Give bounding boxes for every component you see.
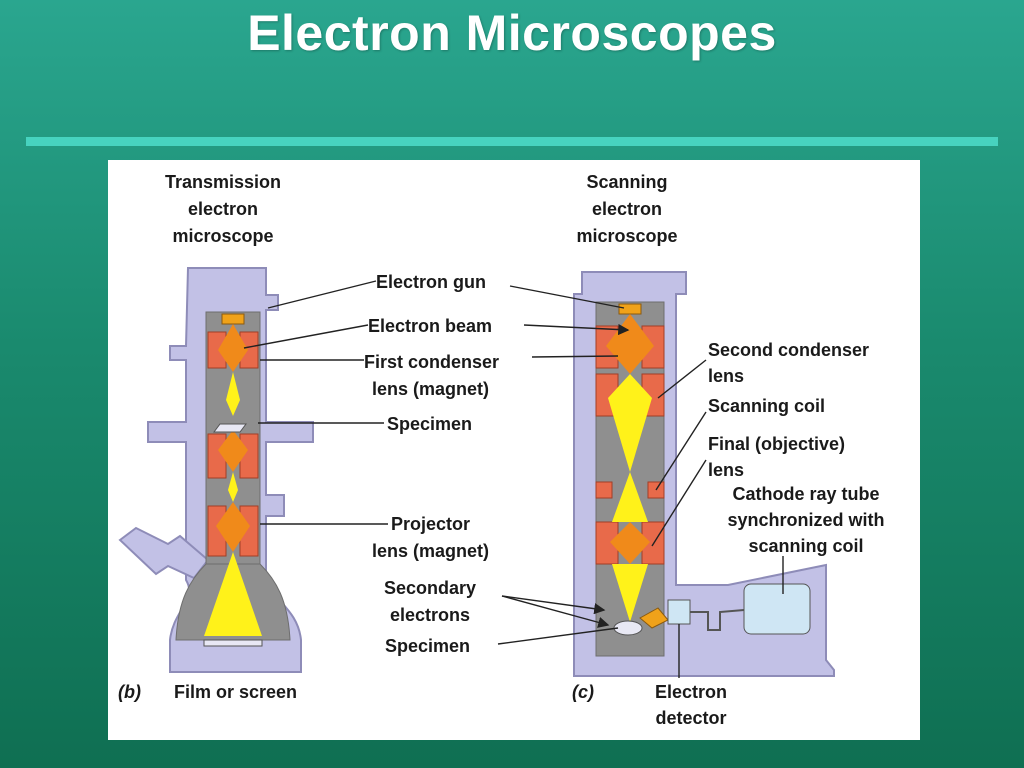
label-detector-1: Electron [655,682,727,702]
sem-title-line-3: microscope [576,226,677,246]
sem-detector [639,599,745,631]
sem-specimen [613,620,643,636]
sem-title-line-2: electron [592,199,662,219]
label-tem-specimen: Specimen [387,414,472,434]
label-final-lens-1: Final (objective) [708,434,845,454]
crt-screen [743,583,811,635]
tem-label-film: Film or screen [174,682,297,702]
tem-electron-gun [221,313,245,325]
diagram-panel: Transmission electron microscope [108,160,920,740]
label-crt-2: synchronized with [727,510,884,530]
tem-beam [204,324,262,636]
sem-electron-gun [618,303,642,315]
label-detector-2: detector [655,708,726,728]
label-projector-2: lens (magnet) [372,541,489,561]
slide-title: Electron Microscopes [247,5,777,61]
tem-specimen [213,423,247,433]
sem-title-line-1: Scanning [586,172,667,192]
microscope-diagram: Transmission electron microscope [118,172,885,728]
label-electron-beam: Electron beam [368,316,492,336]
tem-title-line-3: microscope [172,226,273,246]
sem-panel-tag: (c) [572,682,594,702]
leader-lines [243,280,784,678]
label-second-condenser-1: Second condenser [708,340,869,360]
label-crt-1: Cathode ray tube [732,484,879,504]
sem-crt [743,583,811,635]
tem-film [203,639,263,647]
label-sem-specimen: Specimen [385,636,470,656]
right-labels: Second condenser lens Scanning coil Fina… [655,340,885,728]
label-crt-3: scanning coil [748,536,863,556]
tem-lenses [207,331,259,557]
center-labels: Electron gun Electron beam First condens… [364,272,499,656]
tem-diagram: Transmission electron microscope [118,172,314,702]
label-secondary-2: electrons [390,605,470,625]
label-first-condenser-1: First condenser [364,352,499,372]
label-final-lens-2: lens [708,460,744,480]
label-first-condenser-2: lens (magnet) [372,379,489,399]
label-secondary-1: Secondary [384,578,476,598]
label-projector-1: Projector [391,514,470,534]
sem-diagram: Scanning electron microscope [572,172,835,702]
tem-panel-tag: (b) [118,682,141,702]
tem-title-line-1: Transmission [165,172,281,192]
label-second-condenser-2: lens [708,366,744,386]
title-divider [26,137,998,146]
label-scanning-coil: Scanning coil [708,396,825,416]
label-electron-gun: Electron gun [376,272,486,292]
sem-beam [606,314,654,622]
tem-title-line-2: electron [188,199,258,219]
